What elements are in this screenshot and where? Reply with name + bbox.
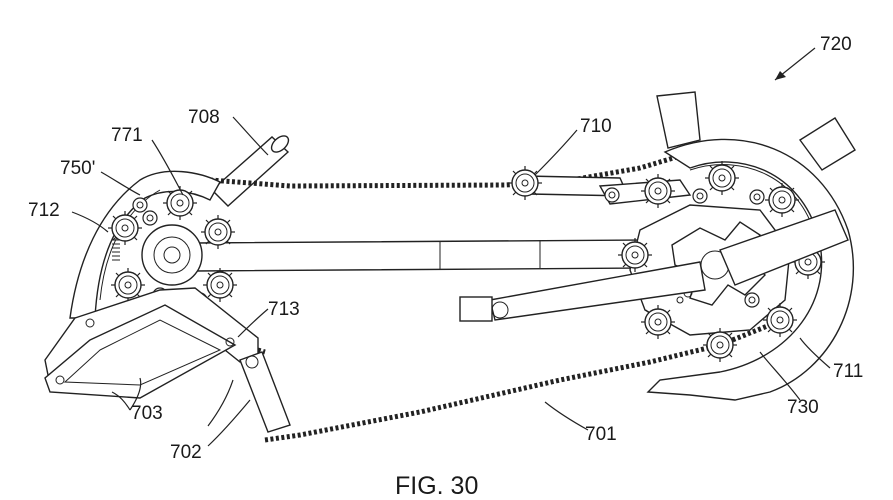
label-771: 771 [111, 125, 143, 146]
label-713: 713 [268, 299, 300, 320]
frame-tube [194, 239, 643, 272]
label-703: 703 [131, 403, 163, 424]
tensioner-arm [507, 165, 692, 209]
gearbox-housing [69, 170, 238, 333]
crank-arm [459, 209, 849, 322]
label-712: 712 [28, 200, 60, 221]
leader-lines [71, 47, 831, 447]
label-720: 720 [820, 34, 852, 55]
label-730: 730 [787, 397, 819, 418]
label-750-prime: 750' [60, 158, 95, 179]
label-702: 702 [170, 442, 202, 463]
rear-stays [656, 91, 856, 171]
label-710: 710 [580, 116, 612, 137]
label-708: 708 [188, 107, 220, 128]
label-711: 711 [833, 361, 863, 382]
figure-caption: FIG. 30 [395, 472, 478, 500]
derailleur-cage [44, 287, 291, 433]
label-701: 701 [585, 424, 617, 445]
chain-guard [646, 138, 855, 401]
seat-tube [210, 135, 290, 207]
